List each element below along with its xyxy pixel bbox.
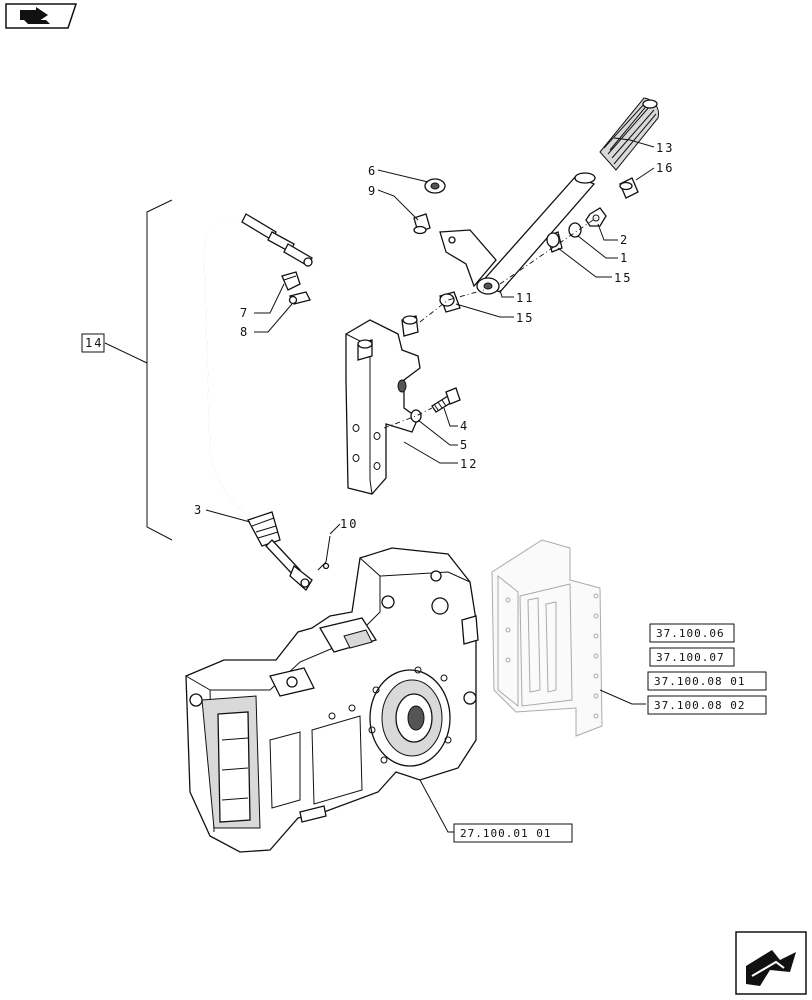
book-arrow-icon[interactable] [5,3,78,29]
callout-15-lower: 15 [516,311,534,325]
control-cable [203,213,313,592]
support-frame [491,539,603,737]
transmission-housing [185,547,479,853]
next-page-arrow-icon[interactable] [735,931,807,995]
ref-box-37-100-08-02[interactable]: 37.100.08 02 [647,695,767,715]
callout-14-box: 14 [81,333,105,353]
ref-box-37-100-07[interactable]: 37.100.07 [649,647,735,667]
callout-15-upper: 15 [614,271,632,285]
lever-11 [439,172,596,295]
bolt-4 [431,387,461,413]
ref-box-27-100-01-01[interactable]: 27.100.01 01 [453,823,573,843]
callout-11: 11 [516,291,534,305]
callout-4: 4 [460,419,469,433]
callout-14: 14 [85,336,103,350]
callout-9: 9 [368,184,377,198]
leader-lines [205,137,655,833]
ref-box-37-100-08-01[interactable]: 37.100.08 01 [647,671,767,691]
washer-1 [568,222,582,238]
bushing-9 [413,213,431,235]
callout-8: 8 [240,325,249,339]
ref-37-100-06: 37.100.06 [656,627,725,640]
callout-12: 12 [460,457,478,471]
clip-7 [281,271,301,291]
pin-8 [288,291,311,305]
callout-2: 2 [620,233,629,247]
ref-37-100-08-02: 37.100.08 02 [654,699,745,712]
boot-13 [599,97,659,171]
callout-6: 6 [368,164,377,178]
callout-13: 13 [656,141,674,155]
bracket-12 [345,315,421,495]
ref-27-100-01-01: 27.100.01 01 [460,827,551,840]
bushing-15-upper [546,231,563,253]
washer-6 [424,178,446,194]
group-bracket [104,199,173,541]
callout-16: 16 [656,161,674,175]
callout-5: 5 [460,438,469,452]
reference-boxes: 37.100.06 37.100.07 37.100.08 01 37.100.… [453,623,767,843]
callout-10: 10 [340,517,358,531]
bushing-16 [619,177,639,199]
callout-1: 1 [620,251,629,265]
callout-3: 3 [194,503,203,517]
ref-37-100-08-01: 37.100.08 01 [654,675,745,688]
ref-box-37-100-06[interactable]: 37.100.06 [649,623,735,643]
pin-10 [317,535,331,571]
washer-5 [410,409,422,423]
ref-37-100-07: 37.100.07 [656,651,725,664]
nut-2 [585,207,607,227]
callout-labels: 13 16 6 9 2 1 15 11 15 4 5 12 7 8 3 10 [194,141,674,531]
callout-7: 7 [240,306,249,320]
bushing-15-lower [439,291,461,313]
